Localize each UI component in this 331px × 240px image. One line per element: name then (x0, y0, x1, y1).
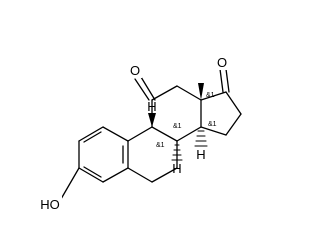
c11-ketone (134, 76, 156, 101)
c17-oxygen-label: O (217, 55, 227, 70)
h-c14-hash (194, 130, 208, 147)
h-c8-label: H (147, 99, 156, 114)
ring-a-aromatic (78, 126, 129, 183)
c11-oxygen-label: O (130, 63, 140, 78)
ring-c (151, 85, 202, 142)
h-c9-hash (171, 144, 183, 161)
stereo-label-c9: &1 (156, 142, 165, 149)
ring-d (200, 91, 242, 136)
c13-methyl-wedge (198, 83, 204, 100)
h-c9-label: H (172, 161, 181, 176)
h-c8-wedge (148, 113, 156, 127)
ring-b (127, 126, 178, 183)
c17-ketone (219, 68, 230, 93)
molecule-structure: O O HO H H H &1 &1 &1 &1 (40, 55, 242, 212)
hydroxyl-bond (60, 167, 80, 200)
h-c14-label: H (196, 147, 205, 162)
stereo-label-c13: &1 (206, 92, 215, 99)
stereo-label-c8: &1 (173, 123, 182, 130)
hydroxyl-label: HO (40, 197, 60, 212)
stereo-label-c14: &1 (208, 121, 217, 128)
